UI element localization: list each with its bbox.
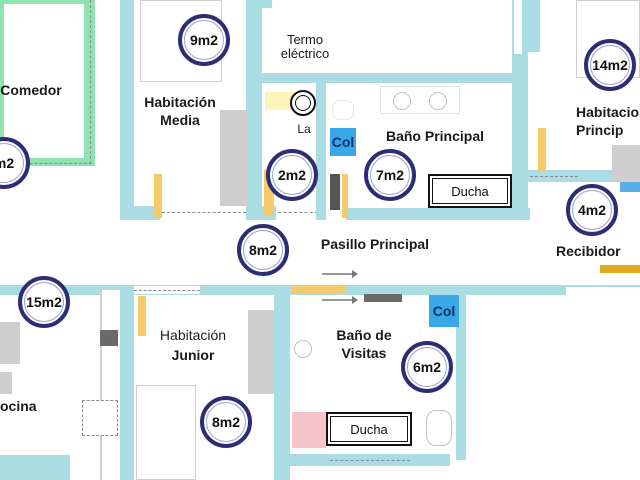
wall — [400, 208, 530, 220]
washing-machine-label: La — [297, 122, 311, 136]
door — [264, 170, 274, 216]
area-badge-bano-principal: 7m2 — [364, 149, 416, 201]
wall — [278, 212, 318, 213]
wall — [456, 295, 466, 460]
toilet-icon — [426, 410, 452, 446]
pipe — [330, 174, 340, 210]
door — [538, 128, 546, 172]
door — [342, 174, 348, 218]
area-badge-pasillo: 8m2 — [237, 224, 289, 276]
wall — [566, 285, 640, 297]
room-label-habitacion-media: Habitación Media — [144, 94, 216, 128]
wall — [4, 4, 84, 158]
wall — [0, 163, 92, 164]
shower-visitas: Ducha — [326, 412, 412, 446]
wall — [346, 208, 400, 220]
area-badge-cocina: 15m2 — [18, 276, 70, 328]
area-badge-habitacion-media: 9m2 — [178, 14, 230, 66]
area-badge-lavadero: 2m2 — [266, 149, 318, 201]
wall — [262, 73, 514, 83]
wardrobe — [248, 310, 274, 394]
room-label-pasillo: Pasillo Principal — [320, 236, 430, 252]
shower-principal: Ducha — [428, 174, 512, 208]
wall — [330, 460, 410, 461]
cabinet — [0, 372, 12, 394]
sink-icon — [429, 92, 447, 110]
wardrobe — [220, 110, 248, 206]
washbasin-counter — [380, 86, 460, 114]
cabinet — [612, 145, 640, 181]
counter — [136, 385, 196, 480]
wall — [524, 0, 540, 52]
room-label-comedor: Comedor — [0, 82, 62, 98]
counter — [82, 400, 118, 436]
wall — [118, 285, 134, 480]
room-label-bano-visitas: Baño de Visitas — [336, 327, 392, 361]
wall — [134, 290, 200, 291]
sink-icon — [294, 340, 312, 358]
room-label-cocina: ocina — [0, 398, 37, 414]
column-label: Col — [429, 295, 459, 327]
column-marker — [620, 182, 640, 192]
wall — [200, 285, 292, 295]
room-label-habitacion-junior: Habitación — [159, 327, 227, 343]
area-badge-bano-visitas: 6m2 — [401, 341, 453, 393]
toilet-icon — [332, 100, 354, 120]
area-badge-habitacion-junior: 8m2 — [200, 396, 252, 448]
direction-arrow-icon — [322, 296, 358, 304]
appliance — [364, 294, 402, 302]
wall — [274, 285, 290, 480]
wall — [530, 176, 578, 177]
water-heater-label: Termo eléctrico — [280, 32, 330, 62]
area-badge-recibidor: 4m2 — [566, 184, 618, 236]
wall — [262, 0, 272, 8]
wall — [162, 212, 246, 213]
wall — [120, 206, 160, 220]
appliance — [100, 330, 118, 346]
room-label-recibidor: Recibidor — [556, 243, 621, 259]
wall — [512, 0, 522, 54]
area-badge-habitacion-principal: 14m2 — [584, 39, 636, 91]
sink-icon — [393, 92, 411, 110]
wall — [90, 0, 91, 164]
door — [600, 265, 640, 273]
door — [292, 285, 346, 293]
door — [138, 296, 146, 336]
room-label-habitacion-junior: Junior — [171, 347, 215, 363]
wall — [316, 83, 326, 220]
column-label: Col — [330, 128, 356, 156]
wall — [120, 0, 134, 220]
wall — [246, 0, 262, 220]
direction-arrow-icon — [322, 270, 358, 278]
room-label-habitacion-principal: Habitacio Princip — [576, 104, 640, 138]
wall — [512, 0, 528, 220]
wall — [0, 455, 70, 480]
room-label-bano-principal: Baño Principal — [385, 128, 485, 144]
cabinet — [0, 322, 20, 364]
bath-mat — [292, 412, 326, 448]
water-heater-icon — [290, 90, 316, 116]
door — [154, 174, 162, 218]
wall — [100, 290, 120, 480]
